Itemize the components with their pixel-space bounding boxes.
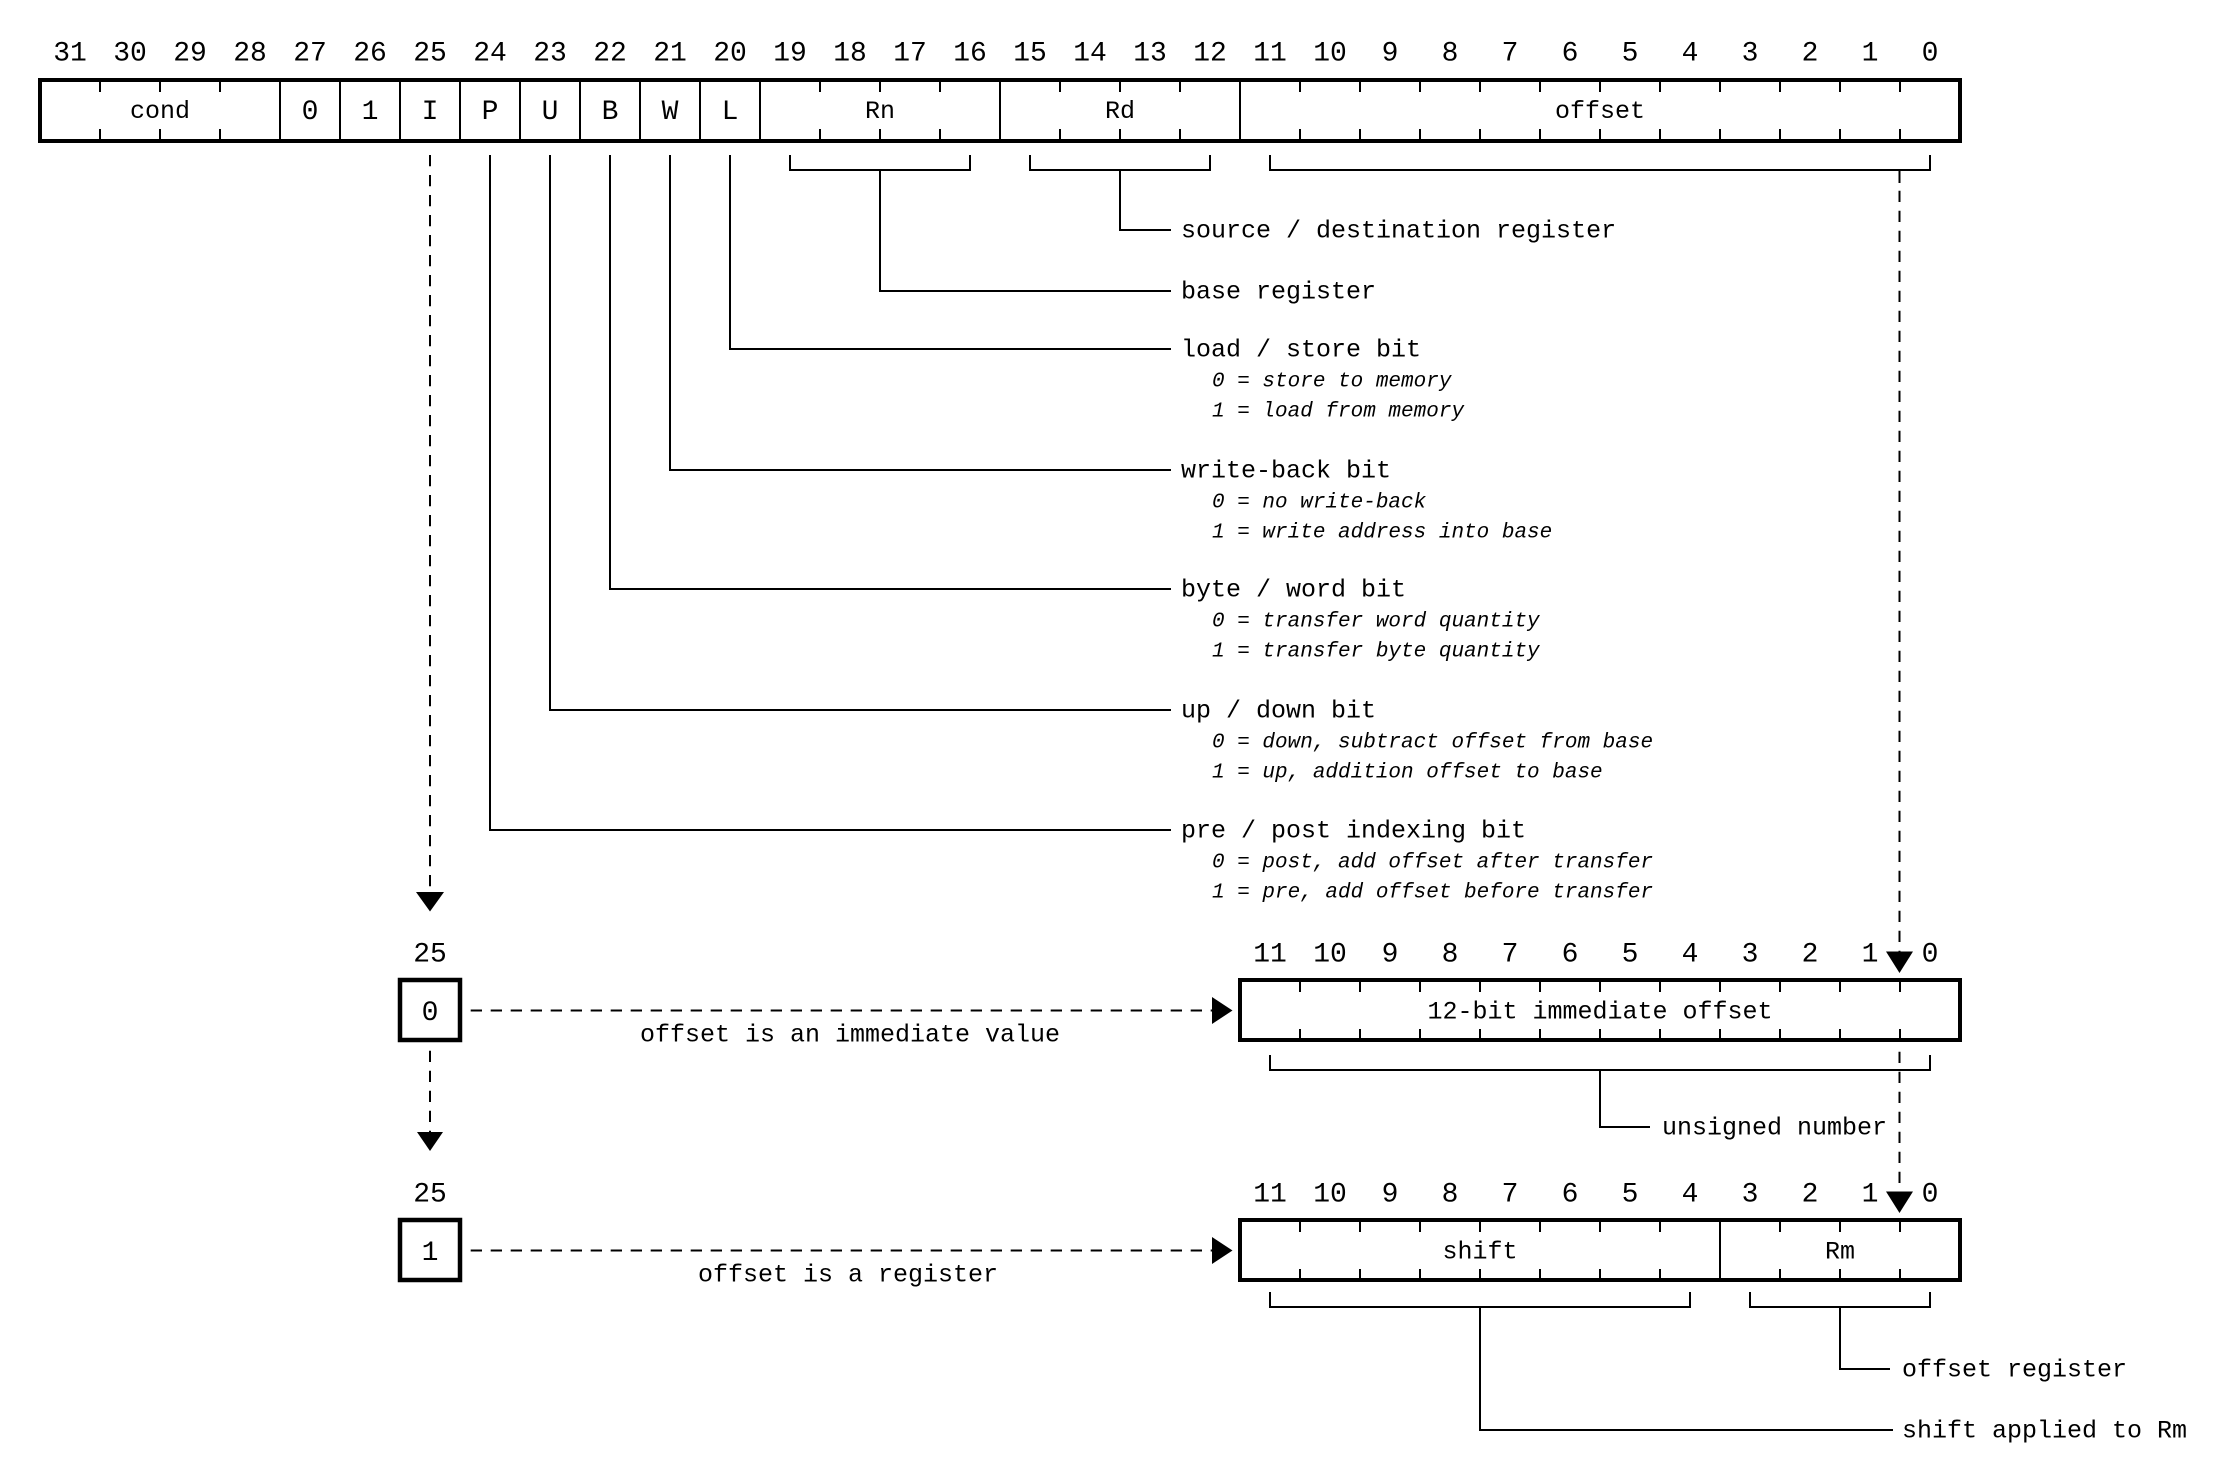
svg-text:offset is an immediate value: offset is an immediate value bbox=[640, 1021, 1060, 1050]
svg-text:30: 30 bbox=[113, 39, 147, 70]
svg-text:3: 3 bbox=[1742, 1180, 1759, 1211]
svg-text:write-back bit: write-back bit bbox=[1181, 457, 1391, 486]
svg-text:load / store bit: load / store bit bbox=[1181, 336, 1421, 365]
svg-text:25: 25 bbox=[413, 39, 447, 70]
svg-text:9: 9 bbox=[1382, 39, 1399, 70]
svg-text:W: W bbox=[662, 97, 679, 128]
svg-text:4: 4 bbox=[1682, 39, 1699, 70]
svg-text:base register: base register bbox=[1181, 278, 1376, 307]
svg-text:offset is a register: offset is a register bbox=[698, 1261, 998, 1290]
svg-text:cond: cond bbox=[130, 97, 190, 126]
svg-text:16: 16 bbox=[953, 39, 987, 70]
svg-text:8: 8 bbox=[1442, 39, 1459, 70]
svg-text:12: 12 bbox=[1193, 39, 1227, 70]
svg-text:6: 6 bbox=[1562, 39, 1579, 70]
svg-text:28: 28 bbox=[233, 39, 267, 70]
svg-text:6: 6 bbox=[1562, 940, 1579, 971]
svg-text:byte / word bit: byte / word bit bbox=[1181, 576, 1406, 605]
svg-text:0 = post, add offset after tra: 0 = post, add offset after transfer bbox=[1212, 852, 1653, 875]
svg-text:3: 3 bbox=[1742, 39, 1759, 70]
svg-text:10: 10 bbox=[1313, 39, 1347, 70]
svg-text:1 = pre, add offset before tra: 1 = pre, add offset before transfer bbox=[1212, 882, 1653, 905]
svg-text:18: 18 bbox=[833, 39, 867, 70]
svg-text:0: 0 bbox=[1922, 1180, 1939, 1211]
svg-text:7: 7 bbox=[1502, 940, 1519, 971]
svg-text:pre / post indexing bit: pre / post indexing bit bbox=[1181, 817, 1526, 846]
svg-text:5: 5 bbox=[1622, 1180, 1639, 1211]
svg-text:offset register: offset register bbox=[1902, 1356, 2127, 1385]
svg-text:1 = write address into base: 1 = write address into base bbox=[1212, 522, 1552, 545]
svg-text:11: 11 bbox=[1253, 940, 1287, 971]
svg-text:up / down bit: up / down bit bbox=[1181, 697, 1376, 726]
svg-text:I: I bbox=[422, 97, 439, 128]
svg-text:Rm: Rm bbox=[1825, 1238, 1855, 1267]
svg-text:0: 0 bbox=[302, 97, 319, 128]
svg-text:1 = transfer byte quantity: 1 = transfer byte quantity bbox=[1212, 641, 1540, 664]
svg-text:2: 2 bbox=[1802, 1180, 1819, 1211]
svg-text:11: 11 bbox=[1253, 39, 1287, 70]
svg-text:4: 4 bbox=[1682, 1180, 1699, 1211]
svg-text:0: 0 bbox=[1922, 940, 1939, 971]
svg-text:24: 24 bbox=[473, 39, 507, 70]
svg-text:source / destination register: source / destination register bbox=[1181, 217, 1616, 246]
svg-text:Rd: Rd bbox=[1105, 97, 1135, 126]
svg-text:0: 0 bbox=[422, 998, 439, 1029]
svg-text:2: 2 bbox=[1802, 39, 1819, 70]
svg-text:1: 1 bbox=[1862, 39, 1879, 70]
svg-text:7: 7 bbox=[1502, 1180, 1519, 1211]
svg-text:0 = down, subtract offset from: 0 = down, subtract offset from base bbox=[1212, 732, 1653, 755]
svg-text:31: 31 bbox=[53, 39, 87, 70]
svg-text:2: 2 bbox=[1802, 940, 1819, 971]
svg-text:14: 14 bbox=[1073, 39, 1107, 70]
svg-text:29: 29 bbox=[173, 39, 207, 70]
svg-text:1: 1 bbox=[362, 97, 379, 128]
svg-text:1 = load from memory: 1 = load from memory bbox=[1212, 401, 1464, 424]
svg-text:0 = transfer word quantity: 0 = transfer word quantity bbox=[1212, 611, 1540, 634]
svg-text:shift: shift bbox=[1442, 1238, 1517, 1267]
svg-text:9: 9 bbox=[1382, 1180, 1399, 1211]
svg-text:4: 4 bbox=[1682, 940, 1699, 971]
svg-text:23: 23 bbox=[533, 39, 567, 70]
svg-text:8: 8 bbox=[1442, 940, 1459, 971]
svg-text:U: U bbox=[542, 97, 559, 128]
svg-text:0 = store to memory: 0 = store to memory bbox=[1212, 371, 1452, 394]
svg-text:8: 8 bbox=[1442, 1180, 1459, 1211]
svg-text:19: 19 bbox=[773, 39, 807, 70]
svg-text:0 = no write-back: 0 = no write-back bbox=[1212, 492, 1427, 515]
svg-text:5: 5 bbox=[1622, 940, 1639, 971]
svg-text:P: P bbox=[482, 97, 499, 128]
svg-text:1: 1 bbox=[1862, 940, 1879, 971]
svg-text:25: 25 bbox=[413, 940, 447, 971]
svg-text:5: 5 bbox=[1622, 39, 1639, 70]
svg-text:13: 13 bbox=[1133, 39, 1167, 70]
svg-text:10: 10 bbox=[1313, 940, 1347, 971]
svg-text:L: L bbox=[722, 97, 739, 128]
svg-text:0: 0 bbox=[1922, 39, 1939, 70]
svg-text:unsigned number: unsigned number bbox=[1662, 1114, 1887, 1143]
svg-text:1 = up, addition offset to bas: 1 = up, addition offset to base bbox=[1212, 762, 1603, 785]
svg-text:10: 10 bbox=[1313, 1180, 1347, 1211]
svg-text:7: 7 bbox=[1502, 39, 1519, 70]
svg-text:22: 22 bbox=[593, 39, 627, 70]
svg-text:6: 6 bbox=[1562, 1180, 1579, 1211]
svg-text:1: 1 bbox=[1862, 1180, 1879, 1211]
svg-text:20: 20 bbox=[713, 39, 747, 70]
svg-text:12-bit immediate offset: 12-bit immediate offset bbox=[1427, 998, 1772, 1027]
svg-text:21: 21 bbox=[653, 39, 687, 70]
svg-text:15: 15 bbox=[1013, 39, 1047, 70]
svg-text:Rn: Rn bbox=[865, 97, 895, 126]
svg-text:B: B bbox=[602, 97, 619, 128]
svg-text:27: 27 bbox=[293, 39, 327, 70]
svg-text:17: 17 bbox=[893, 39, 927, 70]
svg-text:9: 9 bbox=[1382, 940, 1399, 971]
svg-text:26: 26 bbox=[353, 39, 387, 70]
svg-text:25: 25 bbox=[413, 1180, 447, 1211]
svg-text:3: 3 bbox=[1742, 940, 1759, 971]
svg-text:1: 1 bbox=[422, 1238, 439, 1269]
svg-text:offset: offset bbox=[1555, 97, 1645, 126]
svg-text:11: 11 bbox=[1253, 1180, 1287, 1211]
svg-text:shift applied to Rm: shift applied to Rm bbox=[1902, 1417, 2187, 1446]
